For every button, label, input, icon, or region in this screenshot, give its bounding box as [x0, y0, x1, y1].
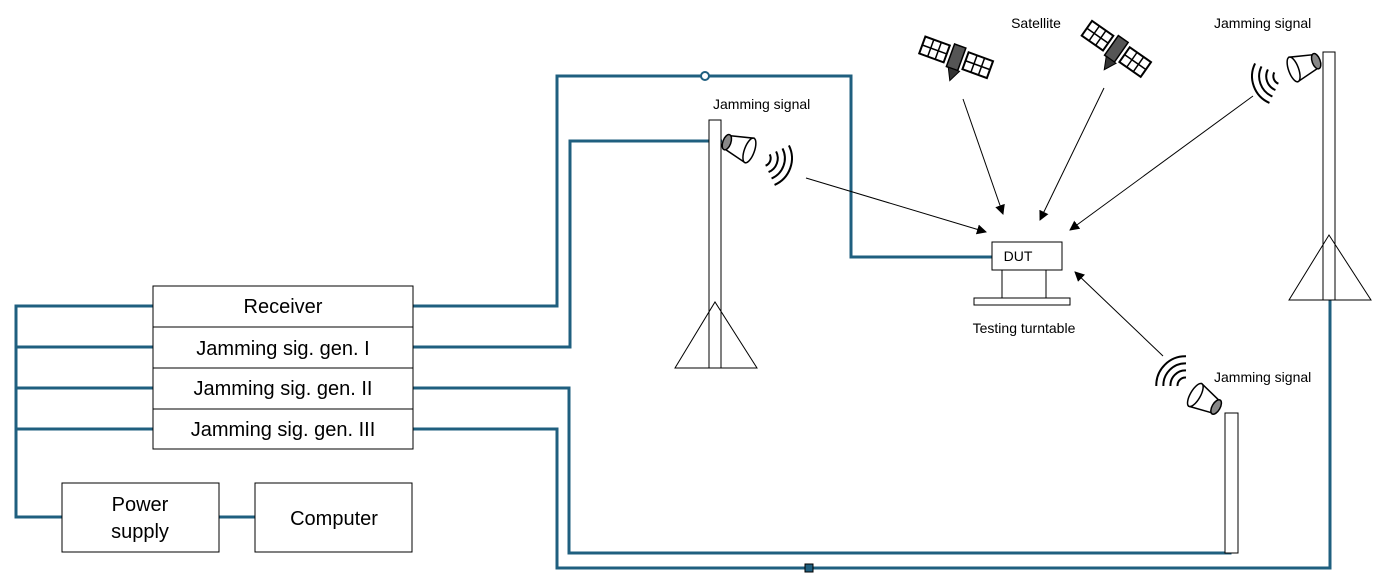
arrow-jamming-left: [805, 177, 987, 235]
power-supply-label-line1: Power: [112, 494, 169, 516]
mast-icon: [708, 119, 722, 369]
dut-box[interactable]: [991, 241, 1063, 271]
power-supply-label-line2: supply: [111, 521, 169, 543]
signal-waves-right-top: [1251, 63, 1279, 104]
computer: Computer: [254, 482, 413, 553]
receiver-dut-cable: [413, 74, 992, 308]
arrow-jamming-right-bottom: [1074, 271, 1164, 357]
horn-antenna-right-bottom: [1186, 382, 1223, 415]
dut-assembly: DUT Testing turntable: [973, 241, 1076, 336]
gen2-antenna-cable: [413, 386, 1232, 555]
mast-base-icon: [1288, 234, 1372, 301]
turntable-icon: [973, 297, 1071, 306]
jamming-signal-label-left: Jamming signal: [713, 96, 810, 112]
horn-antenna-right-top: [1286, 52, 1322, 83]
jamming-gen-3-box[interactable]: [152, 408, 414, 450]
jamming-gen-3-label: Jamming sig. gen. III: [191, 419, 376, 441]
jamming-signal-label-right-bottom: Jamming signal: [1214, 369, 1311, 385]
gen3-antenna-cable: [413, 58, 1332, 570]
mast-icon: [1224, 412, 1239, 554]
computer-box[interactable]: [254, 482, 413, 553]
arrow-satellite-right: [1039, 87, 1105, 221]
signal-waves-icon: [765, 153, 772, 167]
signal-generator-stack: Receiver Jamming sig. gen. I Jamming sig…: [152, 285, 414, 450]
arrow-jamming-right-top: [1069, 95, 1254, 231]
turntable-label: Testing turntable: [973, 320, 1076, 336]
turntable-column: [1001, 269, 1047, 299]
signal-arrows: [805, 87, 1254, 357]
cable-connector: [700, 71, 710, 81]
power-supply: Power supply: [61, 482, 220, 553]
jamming-gen-1-box[interactable]: [152, 326, 414, 369]
mast-icon: [1322, 51, 1336, 301]
power-supply-box[interactable]: [61, 482, 220, 553]
jamming-signal-label-right-top: Jamming signal: [1214, 15, 1311, 31]
jamming-gen-2-label: Jamming sig. gen. II: [194, 378, 373, 400]
receiver-box[interactable]: [152, 285, 414, 328]
signal-waves-left: [765, 145, 793, 186]
signal-waves-icon: [1272, 71, 1279, 85]
horn-antenna-left: [721, 133, 757, 164]
mast-right: [1288, 51, 1372, 301]
satellite-label: Satellite: [1011, 15, 1061, 31]
cable-connector: [804, 563, 814, 573]
dut-label: DUT: [1004, 248, 1033, 264]
receiver-label: Receiver: [244, 296, 323, 318]
arrow-satellite-left: [962, 98, 1005, 215]
satellite-left: [917, 35, 995, 82]
jamming-gen-1-label: Jamming sig. gen. I: [196, 338, 369, 360]
mast-left: [674, 119, 758, 369]
gen1-antenna-cable: [413, 139, 722, 349]
jamming-gen-2-box[interactable]: [152, 367, 414, 410]
signal-waves-right-bottom: [1155, 355, 1187, 387]
signal-waves-icon: [1176, 376, 1187, 387]
computer-label: Computer: [290, 508, 378, 530]
mast-right-bottom: [1224, 412, 1239, 554]
satellite-right: [1080, 19, 1153, 79]
bus-cable-left: [14, 304, 153, 519]
